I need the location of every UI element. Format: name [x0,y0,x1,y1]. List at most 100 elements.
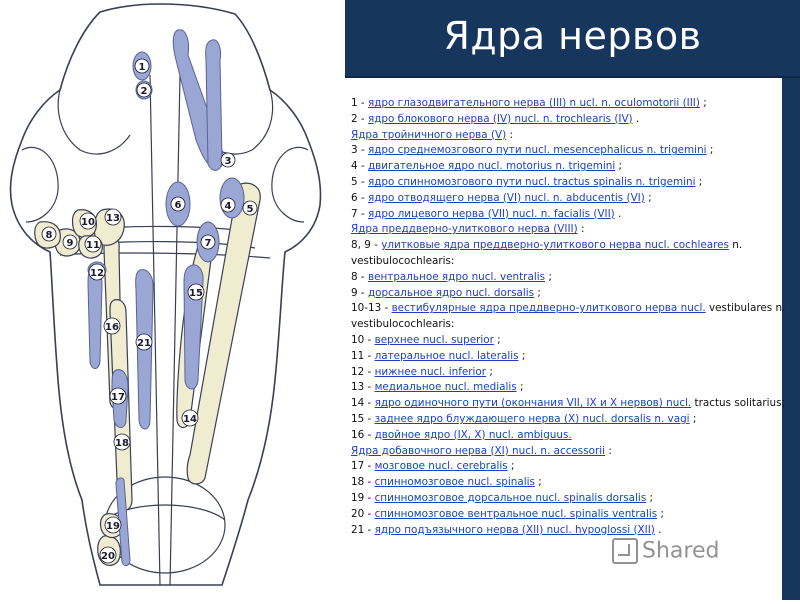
legend-entry: Ядра преддверно-улиткового нерва (VIII) … [351,222,791,238]
svg-text:16: 16 [105,322,119,333]
label-19: 19 [104,516,122,534]
svg-text:7: 7 [205,238,212,249]
page-title: Ядра нервов [443,14,702,58]
legend-entry-suffix: ; [518,349,526,362]
legend-entry: 15 - заднее ядро блуждающего нерва (X) n… [351,412,791,428]
label-6: 6 [170,196,186,212]
label-5: 5 [242,200,258,216]
legend-entry-suffix: ; [689,412,697,425]
legend-entry: 10-13 - вестибулярные ядра преддверно-ул… [351,301,791,333]
label-18: 18 [113,433,131,451]
legend-entry-link[interactable]: Ядра добавочного нерва (XI) nucl. n. acc… [351,444,606,457]
label-9: 9 [62,234,78,250]
svg-text:13: 13 [106,213,120,224]
legend-entry-number: 10-13 - [351,302,392,315]
nucleus-19-shape [115,477,131,567]
svg-text:19: 19 [106,521,120,532]
legend-entry-suffix: : [506,128,513,141]
legend-entry-link[interactable]: медиальное nucl. medialis [374,381,517,394]
legend-entry-link[interactable]: мозговое nucl. cerebralis [374,460,508,473]
svg-text:15: 15 [189,288,203,299]
legend-entry-suffix: ; [534,476,542,489]
legend-entry-link[interactable]: спинномозговое nucl. spinalis [374,476,535,489]
legend-entry-suffix: ; [644,191,652,204]
legend-entry: Ядра добавочного нерва (XI) nucl. n. acc… [351,444,791,460]
legend-entry-link[interactable]: спинномозговое дорсальное nucl. spinalis… [374,491,647,504]
legend-entry-link[interactable]: Ядра преддверно-улиткового нерва (VIII) [351,223,578,236]
legend-entry-link[interactable]: улитковые ядра преддверно-улиткового нер… [381,239,729,252]
legend-entry-link[interactable]: ядро подъязычного нерва (XII) nucl. hypo… [374,523,655,536]
legend-entry-link[interactable]: дорсальное ядро nucl. dorsalis [367,286,535,299]
svg-text:14: 14 [183,414,197,425]
legend-entry-number: 16 - [351,428,375,441]
legend-entry-link[interactable]: ядро спинномозгового пути nucl. tractus … [367,175,696,188]
legend-entry: 7 - ядро лицевого нерва (VII) nucl. n. f… [351,207,791,223]
nuclei-legend: 1 - ядро глазодвигательного нерва (III) … [351,96,791,538]
legend-entry: 14 - ядро одиночного пути (окончания VII… [351,396,791,412]
title-bar: Ядра нервов [345,0,800,78]
legend-entry-link[interactable]: заднее ядро блуждающего нерва (X) nucl. … [374,412,690,425]
label-7: 7 [200,234,216,250]
legend-entry-suffix: ; [516,381,524,394]
legend-entry-suffix: : [577,223,585,236]
legend-entry-number: 21 - [351,523,375,536]
legend-entry: Ядра тройничного нерва (V) : [351,128,791,144]
svg-text:5: 5 [247,204,254,215]
label-10: 10 [79,212,97,230]
legend-entry-suffix: vestibulares n. vestibulocochlearis: [351,302,786,331]
legend-entry-number: 5 - [351,175,368,188]
legend-entry: 13 - медиальное nucl. medialis ; [351,380,791,396]
brainstem-diagram: 1 2 3 4 5 6 7 8 9 10 11 12 13 14 15 16 1… [9,3,322,586]
svg-text:1: 1 [139,62,146,73]
svg-text:12: 12 [90,268,104,279]
brainstem-outline [9,3,322,586]
legend-entry-number: 13 - [351,381,375,394]
legend-entry-link[interactable]: Ядра тройничного нерва (V) [351,128,507,141]
legend-entry-suffix: ; [534,286,541,299]
svg-text:2: 2 [141,86,148,97]
legend-entry-link[interactable]: ядро отводящего нерва (VI) nucl. n. abdu… [367,191,645,204]
legend-entry-link[interactable]: вестибулярные ядра преддверно-улиткового… [391,302,706,315]
svg-text:4: 4 [225,201,232,212]
label-12: 12 [88,263,106,281]
legend-entry-suffix: ; [695,175,703,188]
legend-entry-suffix: ; [615,160,623,173]
svg-text:9: 9 [67,238,74,249]
legend-entry-link[interactable]: двигательное ядро nucl. motorius n. trig… [367,160,616,173]
legend-entry-number: 8, 9 - [351,239,382,252]
svg-text:20: 20 [101,551,115,562]
legend-entry-suffix: ; [486,365,493,378]
legend-entry-link[interactable]: ядро среднемозгового пути nucl. mesencep… [367,144,707,157]
svg-text:3: 3 [225,156,232,167]
svg-text:21: 21 [137,338,151,349]
legend-entry-link[interactable]: вентральное ядро nucl. ventralis [367,270,546,283]
legend-entry: 4 - двигательное ядро nucl. motorius n. … [351,159,791,175]
shared-watermark: Shared [612,538,719,564]
legend-entry-number: 11 - [351,349,375,362]
label-14: 14 [181,409,199,427]
legend-entry: 12 - нижнее nucl. inferior ; [351,365,791,381]
legend-entry-suffix: ; [545,270,552,283]
legend-entry: 19 - спинномозговое дорсальное nucl. spi… [351,491,791,507]
legend-entry-link[interactable]: ядро одиночного пути (окончания VII, IX … [374,397,692,410]
legend-entry-link[interactable]: нижнее nucl. inferior [374,365,487,378]
legend-entry-suffix: n. vestibulocochlearis: [351,239,743,267]
legend-entry-link[interactable]: ядро глазодвигательного нерва (III) n uc… [367,97,700,109]
legend-entry-number: 19 - [351,491,375,504]
legend-entry-number: 1 - [351,97,368,109]
legend-entry-number: 14 - [351,397,375,410]
legend-entry-link[interactable]: верхнее nucl. superior [374,333,494,346]
legend-entry-link[interactable]: спинномозговое вентральное nucl. spinali… [374,507,658,520]
legend-entry-link[interactable]: латеральное nucl. lateralis [374,349,519,362]
legend-entry-suffix: ; [493,333,501,346]
text-panel: Ядра нервов 1 - ядро глазодвигательного … [345,0,800,600]
legend-entry: 9 - дорсальное ядро nucl. dorsalis ; [351,286,791,302]
legend-entry-number: 4 - [351,160,368,173]
legend-entry-link[interactable]: ядро блокового нерва (IV) nucl. n. troch… [367,112,633,125]
label-4: 4 [220,197,236,213]
legend-entry-link[interactable]: ядро лицевого нерва (VII) nucl. n. facia… [367,207,615,220]
label-16: 16 [103,317,121,335]
nucleus-left-tract-shape [87,269,103,369]
nucleus-4-shape [219,177,245,219]
legend-entry-link[interactable]: двойное ядро (IX, X) nucl. ambiguus. [374,428,572,441]
